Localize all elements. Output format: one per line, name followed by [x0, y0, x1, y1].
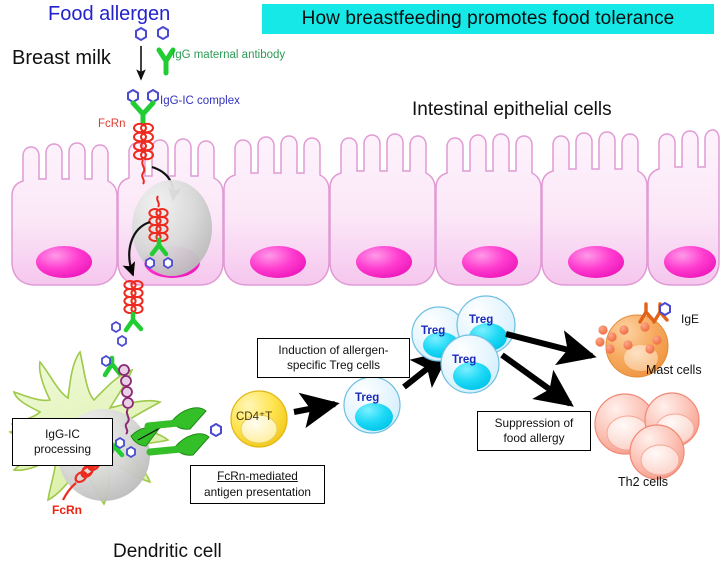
allergen-hexagon: [115, 436, 125, 450]
epithelial-nucleus: [664, 246, 716, 278]
epithelial-cell-layer: [11, 129, 720, 286]
allergen-hexagon: [127, 88, 139, 104]
epithelial-cell: [541, 131, 648, 286]
endosome-vesicle: [122, 180, 212, 277]
peptide-chain: [118, 364, 134, 435]
epithelial-nucleus: [568, 246, 624, 278]
allergen-hexagon: [163, 256, 173, 270]
igg-antibody: [130, 100, 156, 127]
allergen-hexagon: [135, 26, 147, 42]
mast-granules: [595, 322, 662, 354]
allergen-hexagon: [147, 88, 159, 104]
cd4t-to-treg-arrow: [293, 392, 340, 429]
epithelial-cell: [435, 133, 542, 286]
allergen-hexagon: [111, 320, 121, 334]
box-line: food allergy: [503, 431, 565, 445]
fcrn-receptor: [148, 195, 169, 242]
epithelial-cell: [223, 135, 330, 286]
box-induction-treg: Induction of allergen- specific Treg cel…: [257, 338, 410, 378]
igg-antibody-free: [156, 47, 176, 76]
box-igg-ic-processing: IgG-IC processing: [12, 418, 113, 466]
label-ige: IgE: [681, 312, 700, 326]
label-igg-ic-complex: IgG-IC complex: [160, 95, 240, 107]
treg-label: Treg: [452, 354, 477, 366]
cd4-t-cell: [230, 390, 288, 448]
label-fcrn-dendritic: FcRn: [52, 503, 82, 517]
allergen-hexagon: [145, 256, 155, 270]
label-mast-cells: Mast cells: [646, 363, 702, 377]
title-text: How breastfeeding promotes food toleranc…: [301, 8, 675, 29]
allergen-hexagon: [101, 354, 111, 368]
box-suppression-food-allergy: Suppression of food allergy: [477, 411, 591, 451]
basolateral-release: [101, 280, 144, 378]
epithelial-cell: [647, 129, 720, 286]
box-line: Suppression of: [494, 415, 574, 430]
epithelial-nucleus: [462, 246, 518, 278]
label-breast-milk: Breast milk: [12, 47, 111, 69]
igg-antibody: [102, 355, 123, 378]
igg-antibody: [149, 237, 169, 257]
allergen-hexagon: [659, 301, 671, 317]
label-food-allergen: Food allergen: [48, 3, 171, 25]
box-line: IgG-IC: [45, 426, 80, 441]
igg-antibody: [123, 311, 144, 333]
epithelial-nucleus: [36, 246, 92, 278]
igg-ic-complex-apical: [127, 88, 181, 202]
treg-cell-cluster: [411, 295, 516, 394]
fcrn-receptor: [123, 280, 144, 314]
allergen-hexagon: [157, 25, 169, 41]
transcytosis-arrow-out: [122, 220, 151, 277]
treg-to-suppression-arrow: [500, 352, 574, 407]
fcrn-receptor: [133, 122, 154, 185]
label-intestinal-epithelial-cells: Intestinal epithelial cells: [412, 99, 612, 120]
mhc-presentation-surface: [144, 407, 222, 456]
treg-to-mast-arrow: [505, 330, 597, 366]
allergen-hexagon: [117, 334, 127, 348]
breast-milk-antigens: [135, 25, 176, 81]
box-fcrn-mediated-antigen-presentation: FcRn-mediated antigen presentation: [190, 465, 325, 504]
box-line: FcRn-mediated: [217, 469, 298, 484]
treg-label: Treg: [469, 314, 494, 326]
title-banner: How breastfeeding promotes food toleranc…: [262, 4, 714, 34]
th2-cells: [594, 392, 700, 480]
treg-label: Treg: [355, 392, 380, 404]
label-cd4-t-cell: CD4⁺T: [236, 411, 273, 423]
box-line: specific Treg cells: [286, 358, 381, 372]
box-line: Induction of allergen-: [278, 342, 389, 357]
label-igg-maternal-antibody: IgG maternal antibody: [172, 49, 286, 61]
treg-label: Treg: [421, 325, 446, 337]
epithelial-nucleus: [356, 246, 412, 278]
label-fcrn-epithelial: FcRn: [98, 118, 126, 130]
epithelial-nucleus: [250, 246, 306, 278]
treg-cell-single: [343, 376, 401, 434]
allergen-hexagon: [210, 422, 222, 438]
label-dendritic-cell: Dendritic cell: [113, 541, 222, 562]
label-th2-cells: Th2 cells: [618, 475, 669, 489]
box-line: antigen presentation: [204, 484, 311, 499]
allergen-hexagon: [126, 445, 136, 459]
mast-cell: [595, 301, 671, 378]
epithelial-cell: [11, 142, 118, 286]
box-line: processing: [33, 442, 92, 456]
epithelial-cell: [329, 133, 436, 286]
